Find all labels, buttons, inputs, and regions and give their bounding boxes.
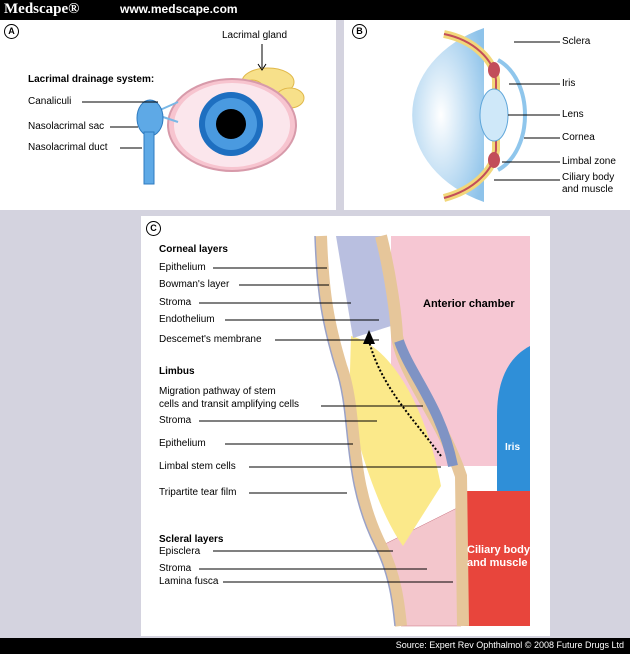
brand-logo[interactable]: Medscape®: [4, 1, 80, 17]
label-tear-film: Tripartite tear film: [159, 487, 237, 498]
label-migration-2: cells and transit amplifying cells: [159, 399, 300, 410]
eye-front-illustration: [82, 44, 305, 185]
label-lacrimal-gland: Lacrimal gland: [222, 30, 288, 41]
label-lamina-fusca: Lamina fusca: [159, 576, 219, 587]
label-sclera: Sclera: [562, 36, 591, 47]
lens-shape: [479, 88, 509, 142]
source-credit: Source: Expert Rev Ophthalmol © 2008 Fut…: [395, 640, 624, 650]
label-limbus-stroma: Stroma: [159, 415, 192, 426]
limbus-stroma-shape: [349, 336, 441, 546]
label-limbal-zone: Limbal zone: [562, 156, 616, 167]
label-ciliary-body: Ciliary body: [562, 172, 615, 183]
panel-a: A Lacrimal gland Lacrimal drainage syste…: [0, 20, 336, 210]
label-ciliary-muscle: and muscle: [562, 184, 614, 195]
label-drainage-title: Lacrimal drainage system:: [28, 74, 155, 85]
panel-c: C Corneal layers: [141, 216, 550, 636]
cornea-stroma-shape: [336, 236, 391, 338]
label-nasolacrimal-sac: Nasolacrimal sac: [28, 121, 105, 132]
label-ciliary-muscle-c: and muscle: [467, 557, 528, 569]
label-anterior-chamber: Anterior chamber: [423, 298, 515, 310]
label-ciliary-body-c: Ciliary body: [467, 544, 530, 556]
label-migration-1: Migration pathway of stem: [159, 386, 276, 397]
label-bowman: Bowman's layer: [159, 279, 230, 290]
label-episclera: Episclera: [159, 546, 201, 557]
label-limbus: Limbus: [159, 366, 195, 377]
limbal-stem-cells-shape: [394, 339, 458, 467]
label-cornea: Cornea: [562, 132, 595, 143]
site-url[interactable]: www.medscape.com: [120, 2, 238, 16]
ciliary-shape-bottom: [488, 152, 500, 168]
label-canaliculi: Canaliculi: [28, 96, 72, 107]
panel-b-letter: B: [352, 24, 367, 39]
label-iris: Iris: [562, 78, 576, 89]
ciliary-body-shape: [461, 491, 530, 626]
label-endothelium: Endothelium: [159, 314, 215, 325]
limbus-cross-section: [199, 234, 530, 627]
label-scleral-layers: Scleral layers: [159, 534, 224, 545]
header-bar: Medscape® www.medscape.com: [0, 0, 630, 20]
label-epithelium: Epithelium: [159, 262, 206, 273]
ciliary-shape-top: [488, 62, 500, 78]
pupil-shape: [216, 109, 246, 139]
label-corneal-layers: Corneal layers: [159, 244, 228, 255]
panel-a-letter: A: [4, 24, 19, 39]
label-lens: Lens: [562, 109, 584, 120]
nasolacrimal-sac-shape: [136, 99, 164, 137]
iris-shape: [497, 346, 530, 501]
panel-c-letter: C: [146, 221, 161, 236]
label-limbal-stem-cells: Limbal stem cells: [159, 461, 236, 472]
panel-b: B Sclera Iris Lens Cornea Limbal zone Ci…: [344, 20, 630, 210]
label-descemet: Descemet's membrane: [159, 334, 262, 345]
footer-bar: Source: Expert Rev Ophthalmol © 2008 Fut…: [0, 638, 630, 654]
label-limbus-epithelium: Epithelium: [159, 438, 206, 449]
eye-section-illustration: [412, 28, 560, 202]
label-stroma: Stroma: [159, 297, 192, 308]
label-scleral-stroma: Stroma: [159, 563, 192, 574]
nasolacrimal-duct-shape: [143, 131, 155, 185]
label-iris-c: Iris: [505, 442, 521, 453]
globe-shape: [412, 28, 484, 202]
label-nasolacrimal-duct: Nasolacrimal duct: [28, 142, 108, 153]
